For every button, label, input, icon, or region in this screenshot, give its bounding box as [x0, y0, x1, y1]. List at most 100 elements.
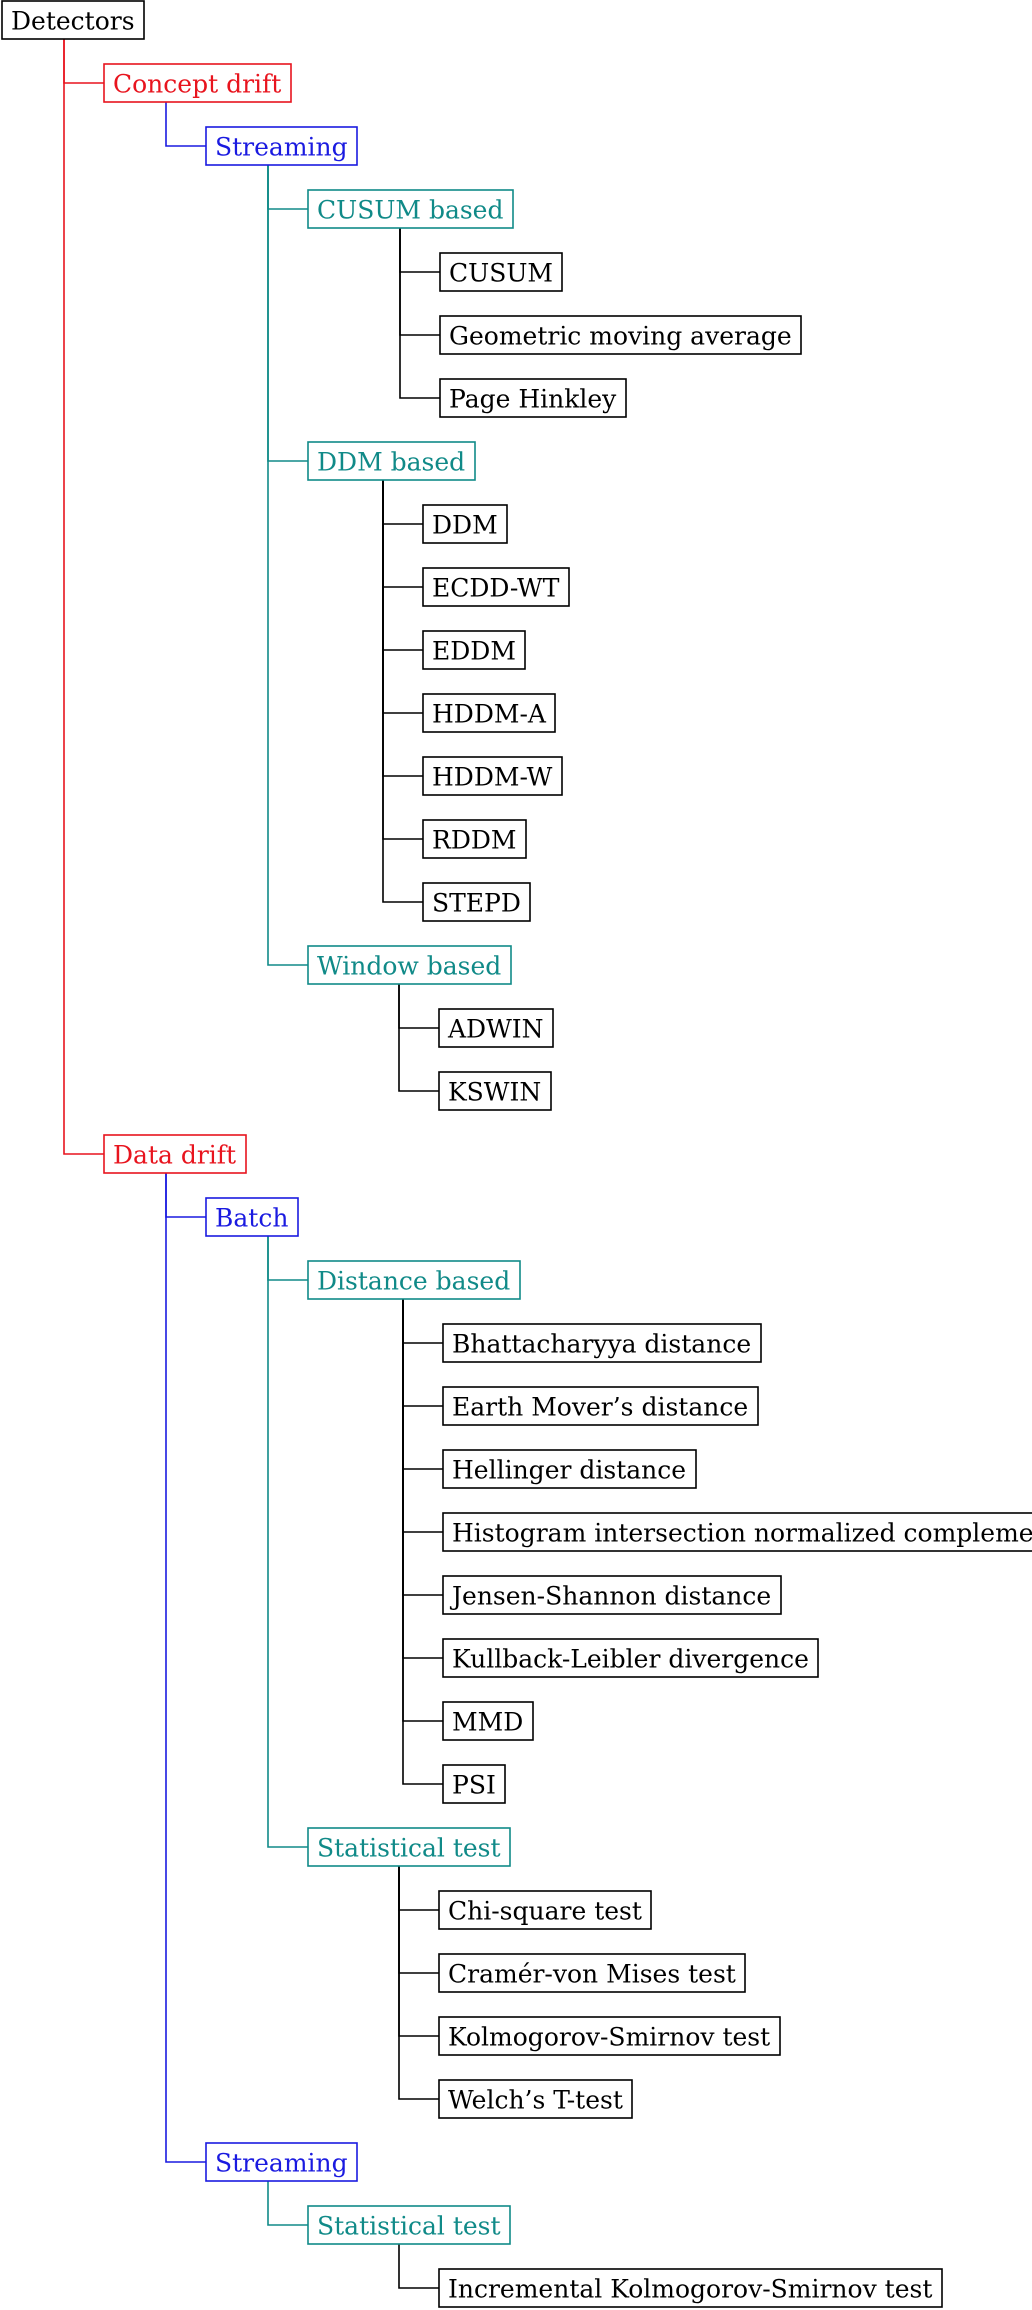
node-box — [205, 1197, 299, 1237]
detector-node-bhattacharyya-distance: Bhattacharyya distance — [442, 1323, 762, 1363]
edge-cusum-based-to-geometric-moving-average — [399, 228, 440, 336]
node-box — [442, 1386, 759, 1426]
node-label: CUSUM — [449, 259, 553, 288]
node-label: Bhattacharyya distance — [452, 1330, 751, 1359]
node-label: Hellinger distance — [452, 1456, 686, 1485]
node-label: PSI — [452, 1771, 496, 1800]
detector-node-jensen-shannon-distance: Jensen-Shannon distance — [442, 1575, 782, 1615]
category-node-concept-drift: Concept drift — [103, 63, 292, 103]
node-label: Cramér-von Mises test — [448, 1960, 736, 1989]
node-box — [103, 63, 292, 103]
node-box — [1, 0, 145, 40]
node-box — [439, 252, 563, 292]
detector-node-eddm: EDDM — [422, 630, 526, 670]
node-box — [438, 1953, 746, 1993]
edge-statistical-test-to-kolmogorov-smirnov-test — [398, 1866, 439, 2037]
detector-node-rddm: RDDM — [422, 819, 527, 859]
node-label: Batch — [215, 1204, 288, 1233]
edge-distance-based-to-psi — [402, 1299, 443, 1785]
edge-streaming-to-window-based — [267, 165, 308, 966]
edge-ddm-based-to-eddm — [382, 480, 423, 651]
node-box — [442, 1575, 782, 1615]
node-label: Jensen-Shannon distance — [449, 1582, 771, 1611]
node-box — [442, 1323, 762, 1363]
edge-statistical-test-to-chi-square-test — [398, 1866, 439, 1911]
node-label: Distance based — [317, 1267, 510, 1296]
detector-node-mmd: MMD — [442, 1701, 534, 1741]
node-label: Data drift — [113, 1141, 236, 1170]
edge-cusum-based-to-page-hinkley — [399, 228, 440, 399]
node-label: ECDD-WT — [432, 574, 560, 603]
edge-ddm-based-to-stepd — [382, 480, 423, 903]
edge-data-drift-to-batch — [165, 1173, 206, 1218]
node-box — [442, 1764, 506, 1804]
node-label: Page Hinkley — [449, 385, 617, 414]
node-label: Kolmogorov-Smirnov test — [448, 2023, 770, 2052]
detector-node-hellinger-distance: Hellinger distance — [442, 1449, 697, 1489]
edge-batch-to-distance-based — [267, 1236, 308, 1281]
node-label: RDDM — [432, 826, 517, 855]
edge-streaming-to-cusum-based — [267, 165, 308, 210]
node-box — [438, 1071, 552, 1111]
edge-window-based-to-kswin — [398, 984, 439, 1092]
node-label: Earth Mover’s distance — [452, 1393, 748, 1422]
category-node-cusum-based: CUSUM based — [307, 189, 514, 229]
edge-detectors-to-data-drift — [63, 39, 104, 1155]
category-node-distance-based: Distance based — [307, 1260, 521, 1300]
category-node-window-based: Window based — [307, 945, 512, 985]
node-box — [307, 945, 512, 985]
node-label: MMD — [452, 1708, 523, 1737]
node-label: DDM based — [317, 448, 465, 477]
category-node-ddm-based: DDM based — [307, 441, 476, 481]
node-box — [422, 504, 508, 544]
node-label: Chi-square test — [448, 1897, 642, 1926]
detector-node-hddm-w: HDDM-W — [422, 756, 563, 796]
edge-batch-to-statistical-test — [267, 1236, 308, 1848]
detector-node-page-hinkley: Page Hinkley — [439, 378, 627, 418]
detector-node-ddm: DDM — [422, 504, 508, 544]
node-label: Statistical test — [317, 2212, 501, 2241]
detector-node-adwin: ADWIN — [438, 1008, 554, 1048]
detector-node-welchs-t-test: Welch’s T-test — [438, 2079, 633, 2119]
node-box — [205, 126, 358, 166]
edge-data-drift-to-streaming — [165, 1173, 206, 2163]
node-label: Concept drift — [113, 70, 281, 99]
node-box — [439, 378, 627, 418]
node-label: STEPD — [432, 889, 521, 918]
detector-node-kswin: KSWIN — [438, 1071, 552, 1111]
category-node-statistical-test: Statistical test — [307, 1827, 511, 1867]
node-label: Welch’s T-test — [448, 2086, 623, 2115]
detector-node-cramer-von-mises-test: Cramér-von Mises test — [438, 1953, 746, 1993]
node-box — [422, 630, 526, 670]
node-box — [205, 2142, 358, 2182]
detector-node-earth-movers-distance: Earth Mover’s distance — [442, 1386, 759, 1426]
edge-ddm-based-to-ecdd-wt — [382, 480, 423, 588]
category-node-streaming: Streaming — [205, 126, 358, 166]
detector-node-kolmogorov-smirnov-test: Kolmogorov-Smirnov test — [438, 2016, 781, 2056]
node-box — [307, 1260, 521, 1300]
node-box — [422, 882, 531, 922]
edge-distance-based-to-kullback-leibler-divergence — [402, 1299, 443, 1659]
edge-concept-drift-to-streaming — [165, 102, 206, 147]
detector-node-psi: PSI — [442, 1764, 506, 1804]
node-box — [442, 1638, 819, 1678]
node-label: Geometric moving average — [449, 322, 792, 351]
detector-node-histogram-intersection-normalized-complement: Histogram intersection normalized comple… — [442, 1512, 1032, 1552]
root-node-detectors: Detectors — [1, 0, 145, 40]
edge-statistical-test-to-incremental-kolmogorov-smirnov-test — [398, 2244, 439, 2289]
node-label: Detectors — [11, 7, 135, 36]
node-box — [422, 567, 570, 607]
node-box — [439, 315, 802, 355]
detector-node-ecdd-wt: ECDD-WT — [422, 567, 570, 607]
node-label: Histogram intersection normalized comple… — [452, 1519, 1032, 1548]
node-label: Kullback-Leibler divergence — [452, 1645, 809, 1674]
edge-statistical-test-to-welchs-t-test — [398, 1866, 439, 2100]
node-box — [438, 1890, 652, 1930]
node-label: HDDM-A — [432, 700, 547, 729]
edge-ddm-based-to-hddm-a — [382, 480, 423, 714]
category-node-data-drift: Data drift — [103, 1134, 247, 1174]
node-box — [438, 1008, 554, 1048]
node-label: KSWIN — [448, 1078, 541, 1107]
edge-window-based-to-adwin — [398, 984, 439, 1029]
node-label: Streaming — [215, 133, 348, 162]
